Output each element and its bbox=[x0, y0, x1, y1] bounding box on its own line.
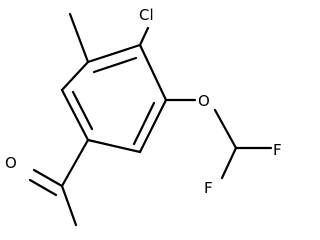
carbonyl-bond-2 bbox=[28, 178, 58, 197]
ring-double-bond-inner-1 bbox=[92, 56, 138, 74]
carbonyl-oxygen-label: O bbox=[5, 154, 17, 172]
chlorine-bond bbox=[138, 26, 150, 47]
ring-bond-3 bbox=[138, 98, 168, 154]
ring-bond-5 bbox=[60, 88, 90, 142]
ring-bond-4 bbox=[86, 138, 142, 154]
ring-bond-2 bbox=[138, 43, 168, 102]
acetyl-methyl-bond bbox=[60, 184, 78, 227]
ring-double-bond-inner-3 bbox=[71, 90, 94, 131]
fluorine-label-1: F bbox=[273, 141, 282, 159]
ether-bond-o-c bbox=[213, 108, 238, 150]
ring-double-bond-inner-2 bbox=[132, 101, 156, 146]
cf-bond-2 bbox=[220, 146, 238, 180]
methyl-bond bbox=[68, 12, 90, 64]
carbonyl-bond-1 bbox=[32, 168, 64, 188]
acetyl-bond-ring bbox=[60, 138, 90, 188]
ether-oxygen-label: O bbox=[198, 92, 210, 110]
molecule-structure-diagram: Cl O F F O bbox=[5, 6, 282, 227]
ring-bond-1 bbox=[86, 43, 142, 64]
ring-bond-6 bbox=[60, 60, 90, 92]
chlorine-label: Cl bbox=[139, 6, 154, 24]
fluorine-label-2: F bbox=[204, 179, 213, 197]
benzene-ring bbox=[60, 43, 168, 154]
